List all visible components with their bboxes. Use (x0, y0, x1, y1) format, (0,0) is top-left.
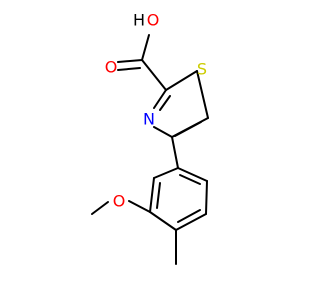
bond-c4-n (153, 126, 173, 138)
bond-carboxyl-c-o-double-a (117, 59, 143, 63)
bond-phenyl-c3-c4 (149, 211, 177, 231)
bond-n-c2-double (159, 95, 171, 111)
bond-phenyl-c6-c1-b (179, 174, 201, 185)
thiazole-sulfur-label: S (197, 60, 207, 79)
bond-c4-phenyl (171, 136, 179, 169)
carbonyl-oxygen-label: O (105, 58, 118, 77)
molecule-structure: H O O S N O (91, 11, 209, 265)
bond-n-c2-single (153, 89, 167, 109)
bond-carboxyl-c-c2 (141, 59, 167, 91)
bond-phenyl-c4-c5-b (177, 209, 201, 223)
bond-s-c5 (196, 70, 209, 119)
bond-phenyl-c2-c3-a (149, 177, 155, 213)
bonds (91, 34, 209, 265)
bond-carboxyl-c-o-double-b (117, 67, 141, 71)
molecule-canvas: H O O S N O (91, 11, 209, 265)
atom-labels: H O O S N O (105, 11, 207, 211)
bond-c2-s (165, 70, 198, 91)
hydroxyl-oxygen-label: O (147, 11, 160, 30)
bond-phenyl-c5-c6 (205, 180, 208, 215)
hydroxyl-hydrogen-label: H (133, 11, 145, 30)
bond-phenyl-c2-c3-b (156, 182, 161, 209)
bond-carboxyl-c-oh (141, 34, 150, 61)
bond-methoxy-o-ch3 (91, 201, 109, 215)
bond-c5-c4-double (174, 121, 202, 137)
methoxy-oxygen-label: O (113, 192, 126, 211)
thiazole-nitrogen-label: N (143, 110, 155, 129)
bond-phenyl-methoxy-o (128, 200, 151, 213)
bond-phenyl-c1-c2 (153, 167, 179, 179)
bond-phenyl-c6-c1-a (177, 167, 208, 182)
bond-phenyl-c4-c5-a (175, 213, 207, 231)
